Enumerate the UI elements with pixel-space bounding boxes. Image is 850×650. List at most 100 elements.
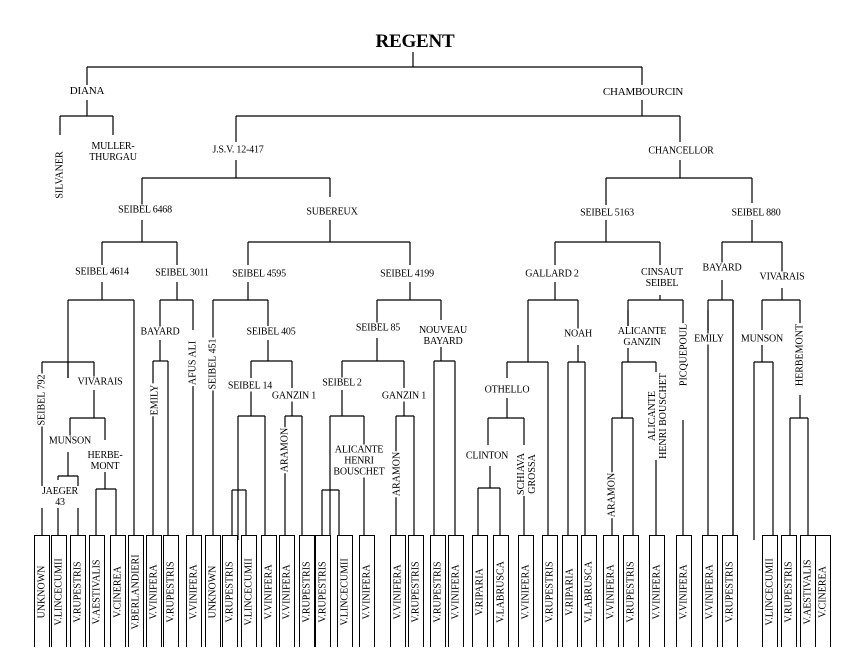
node-picpoul: PICQUEPOUL [678,322,690,388]
leaf-species-label: V.LINCECUMII [243,557,255,626]
leaf-species: V.VINIFERA [649,535,665,647]
leaf-species-label: V.LINCECUMII [764,557,776,626]
root-node-regent: REGENT [374,31,456,52]
node-munson-left: MUNSON [47,435,93,447]
leaf-species: V.VINIFERA [676,535,692,647]
leaf-species: V.VINIFERA [603,535,619,647]
node-aramon-c: ARAMON [606,471,618,519]
leaf-species-label: V.VINIFERA [148,563,160,620]
leaf-species-label: V.LABRUSCA [583,560,595,623]
leaf-species: V.RIPARIA [562,535,578,647]
leaf-species-label: V.LINCECUMII [53,557,65,626]
node-herbemont-left: HERBE-MONT [86,450,124,472]
node-chancellor: CHANCELLOR [647,145,715,157]
leaf-species: V.VINIFERA [279,535,295,647]
node-aramon-a: ARAMON [279,426,291,474]
node-seibel-5163: SEIBEL 5163 [579,207,635,219]
leaf-species: UNKNOWN [205,535,221,647]
leaf-species: V.VINIFERA [146,535,162,647]
leaf-species-label: V.VINIFERA [392,563,404,620]
node-silvaner: SILVANER [54,150,66,200]
node-aramon-b: ARAMON [391,450,403,498]
leaf-species: V.LABRUSCA [493,535,509,647]
leaf-species: V.RUPESTRIS [430,535,446,647]
node-seibel-4199: SEIBEL 4199 [379,268,435,280]
leaf-species-label: V.VINIFERA [281,563,293,620]
leaf-species: V.RUPESTRIS [315,535,331,647]
leaf-species: V.RUPESTRIS [163,535,179,647]
node-jsv-12-417: J.S.V. 12-417 [211,144,265,156]
leaf-species-label: V.RUPESTRIS [544,560,556,623]
leaf-species: V.LINCECUMII [51,535,67,647]
leaf-species-label: UNKNOWN [36,565,48,618]
leaf-species: V.VINIFERA [518,535,534,647]
leaf-species: V.LINCECUMII [762,535,778,647]
node-muller-thurgau: MULLER-THURGAU [88,141,138,163]
leaf-species: V.RUPESTRIS [222,535,238,647]
leaf-species: V.VINIFERA [390,535,406,647]
leaf-species: V.LINCECUMII [241,535,257,647]
node-seibel-85: SEIBEL 85 [354,322,402,334]
leaf-species-label: V.VINIFERA [704,563,716,620]
leaf-species-label: V.VINIFERA [188,563,200,620]
leaf-species-label: V.AESTIVALIS [802,559,814,624]
node-seibel-451: SEIBEL 451 [207,337,219,391]
leaf-species-label: V.VINIFERA [678,563,690,620]
leaf-species: V.LINCECUMII [337,535,353,647]
leaf-species-label: V.BERLANDIERI [130,553,142,630]
leaf-species-label: V.VINIFERA [605,563,617,620]
leaf-species: V.BERLANDIERI [128,535,144,647]
leaf-species: V.VINIFERA [261,535,277,647]
leaf-species-label: V.RIPARIA [474,567,486,616]
leaf-species: V.RUPESTRIS [722,535,738,647]
leaf-species: V.VINIFERA [186,535,202,647]
leaf-species: V.RUPESTRIS [542,535,558,647]
node-seibel-6468: SEIBEL 6468 [117,204,173,216]
leaf-species-label: V.RIPARIA [564,567,576,616]
leaf-species-label: V.RUPESTRIS [625,560,637,623]
leaf-species-label: V.RUPESTRIS [724,560,736,623]
node-subereux: SUBEREUX [305,206,359,218]
leaf-species-label: V.CINEREA [817,565,829,618]
node-munson-right: MUNSON [739,333,785,345]
node-vivarais-right: VIVARAIS [758,271,806,283]
leaf-species-label: UNKNOWN [207,565,219,618]
leaf-species: V.AESTIVALIS [89,535,105,647]
leaf-species-label: V.RUPESTRIS [72,560,84,623]
leaf-species: V.VINIFERA [448,535,464,647]
leaf-species: V.RIPARIA [472,535,488,647]
node-seibel-405: SEIBEL 405 [245,326,297,338]
node-herbemont-right: HERBEMONT [794,322,806,388]
node-seibel-880: SEIBEL 880 [730,207,782,219]
leaf-species: V.RUPESTRIS [781,535,797,647]
leaf-species-label: V.RUPESTRIS [410,560,422,623]
node-emily-left: EMILY [149,383,161,417]
node-bayard-right: BAYARD [701,262,743,274]
node-seibel-3011: SEIBEL 3011 [154,267,210,279]
node-othello: OTHELLO [483,384,531,396]
node-galibert-2: GALLARD 2 [524,268,580,280]
node-diana: DIANA [68,85,106,97]
node-seibel-4614: SEIBEL 4614 [74,266,130,278]
leaf-species-label: V.RUPESTRIS [165,560,177,623]
leaf-species: UNKNOWN [34,535,50,647]
leaf-species: V.CINEREA [110,535,126,647]
leaf-species: V.VINIFERA [359,535,375,647]
leaf-species-label: V.RUPESTRIS [783,560,795,623]
node-emily-right: EMILY [693,333,725,345]
leaf-species-label: V.RUPESTRIS [317,560,329,623]
node-seibel-792: SEIBEL 792 [36,373,48,427]
node-chambourcin: CHAMBOURCIN [601,86,685,98]
leaf-species-label: V.VINIFERA [651,563,663,620]
leaf-species-label: V.VINIFERA [263,563,275,620]
leaf-species-label: V.CINEREA [112,565,124,618]
leaf-species: V.VINIFERA [702,535,718,647]
node-ganzin-1-b: GANZIN 1 [380,390,428,402]
leaf-species: V.RUPESTRIS [408,535,424,647]
